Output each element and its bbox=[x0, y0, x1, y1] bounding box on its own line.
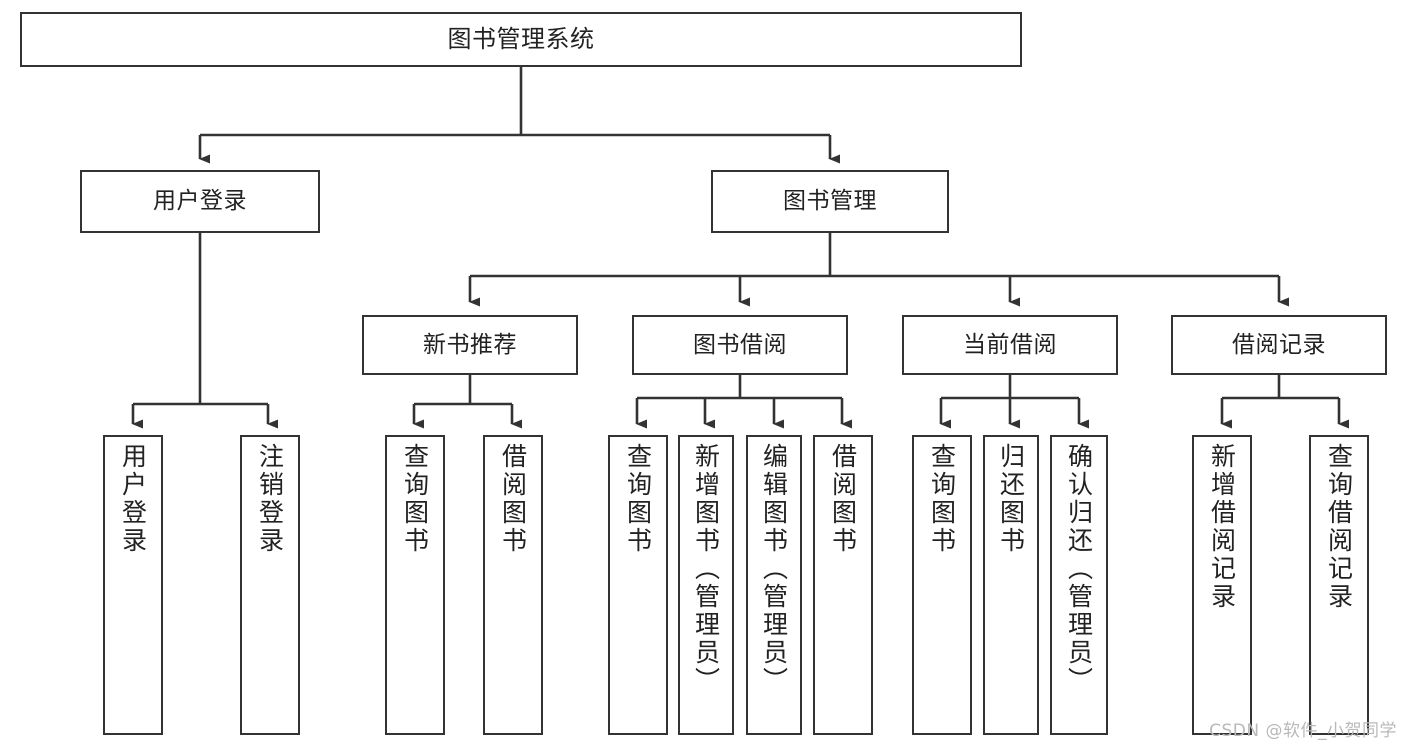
node-label: 归还图书 bbox=[996, 443, 1026, 555]
leaf-query-books-borrowing[interactable]: 查询图书 bbox=[608, 435, 668, 735]
leaf-user-login[interactable]: 用户登录 bbox=[103, 435, 163, 735]
leaf-query-books-recommendation[interactable]: 查询图书 bbox=[385, 435, 445, 735]
node-label: 查询图书 bbox=[927, 443, 957, 555]
node-label: 查询借阅记录 bbox=[1324, 443, 1354, 611]
node-borrow-records[interactable]: 借阅记录 bbox=[1171, 315, 1387, 375]
csdn-watermark: CSDN @软件_小贺同学 bbox=[1209, 721, 1397, 741]
node-label: 图书借阅 bbox=[693, 331, 787, 358]
leaf-borrow-books-borrowing[interactable]: 借阅图书 bbox=[813, 435, 873, 735]
leaf-return-books[interactable]: 归还图书 bbox=[983, 435, 1039, 735]
node-label: 图书管理系统 bbox=[447, 24, 595, 53]
leaf-borrow-books-recommendation[interactable]: 借阅图书 bbox=[483, 435, 543, 735]
node-book-management[interactable]: 图书管理 bbox=[711, 170, 949, 233]
leaf-confirm-return-admin[interactable]: 确认归还（管理员） bbox=[1050, 435, 1108, 735]
node-label: 借阅图书 bbox=[828, 443, 858, 555]
node-label: 借阅图书 bbox=[498, 443, 528, 555]
node-user-login[interactable]: 用户登录 bbox=[80, 170, 320, 233]
node-label: 当前借阅 bbox=[963, 331, 1057, 358]
node-book-borrowing[interactable]: 图书借阅 bbox=[632, 315, 848, 375]
node-root-book-management-system[interactable]: 图书管理系统 bbox=[20, 12, 1022, 67]
leaf-logout[interactable]: 注销登录 bbox=[240, 435, 300, 735]
node-label: 新书推荐 bbox=[423, 331, 517, 358]
leaf-query-books-current[interactable]: 查询图书 bbox=[912, 435, 972, 735]
leaf-add-book-admin[interactable]: 新增图书（管理员） bbox=[678, 435, 734, 735]
leaf-edit-book-admin[interactable]: 编辑图书（管理员） bbox=[746, 435, 802, 735]
node-label: 图书管理 bbox=[783, 188, 877, 215]
node-label: 用户登录 bbox=[118, 443, 148, 555]
node-label: 查询图书 bbox=[623, 443, 653, 555]
node-label: 新增图书（管理员） bbox=[691, 443, 721, 695]
node-label: 编辑图书（管理员） bbox=[759, 443, 789, 695]
node-label: 注销登录 bbox=[255, 443, 285, 555]
node-label: 查询图书 bbox=[400, 443, 430, 555]
node-new-book-recommendation[interactable]: 新书推荐 bbox=[362, 315, 578, 375]
node-label: 借阅记录 bbox=[1232, 331, 1326, 358]
node-label: 新增借阅记录 bbox=[1207, 443, 1237, 611]
leaf-add-borrow-record[interactable]: 新增借阅记录 bbox=[1192, 435, 1252, 735]
node-label: 确认归还（管理员） bbox=[1064, 443, 1094, 695]
leaf-query-borrow-record[interactable]: 查询借阅记录 bbox=[1309, 435, 1369, 735]
node-label: 用户登录 bbox=[153, 188, 247, 215]
node-current-borrowing[interactable]: 当前借阅 bbox=[902, 315, 1118, 375]
